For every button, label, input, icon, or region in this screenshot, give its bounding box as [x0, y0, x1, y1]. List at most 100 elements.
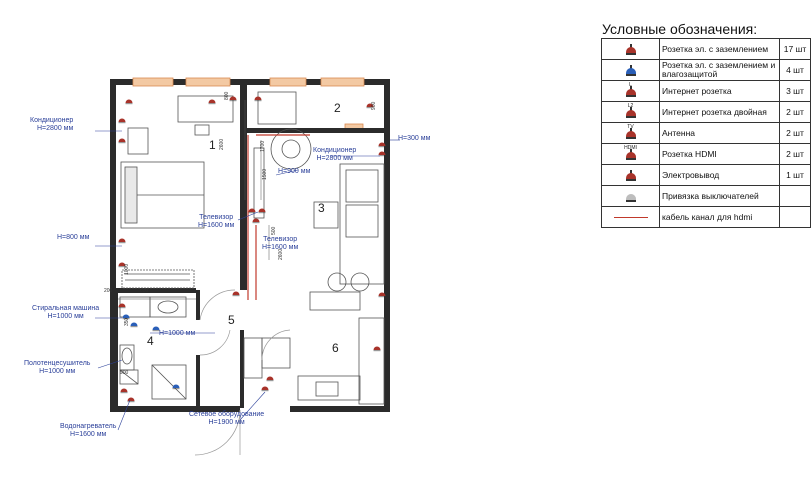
legend-label: Розетка эл. с заземлением: [659, 38, 780, 60]
legend-label: Розетка HDMI: [659, 143, 780, 165]
legend-label: кабель канал для hdmi: [659, 206, 780, 228]
socket-marker: [120, 388, 128, 394]
annotation-ac-living: Кондиционер H=2800 мм: [313, 147, 357, 162]
annotation-ac-bedroom: Кондиционер H=2800 мм: [30, 117, 74, 132]
legend-label: Розетка эл. с заземлением и влагозащитой: [659, 59, 780, 81]
legend-symbol: TV: [601, 122, 660, 144]
socket-marker: [373, 346, 381, 352]
dim-200: 200: [104, 288, 113, 294]
socket-marker: [208, 99, 216, 105]
dim-2600b: 2600: [278, 249, 284, 260]
legend-label: Антенна: [659, 122, 780, 144]
annotation-heater: Водонагреватель H=1600 мм: [60, 423, 117, 438]
grounded-socket-icon: [626, 44, 636, 56]
hdmi-socket-icon: [626, 149, 636, 161]
socket-marker: [118, 118, 126, 124]
legend-symbol-tag: TV: [627, 124, 634, 130]
legend-count: [779, 185, 811, 207]
interior-walls: [114, 85, 384, 408]
room-number-4: 4: [147, 334, 154, 348]
socket-marker: [127, 397, 135, 403]
antenna-icon: [626, 128, 636, 140]
legend-count: 2 шт: [779, 101, 811, 123]
outer-walls: [110, 79, 390, 412]
room-number-2: 2: [334, 101, 341, 115]
legend-symbol: [601, 164, 660, 186]
legend-symbol: L: [601, 80, 660, 102]
dim-900: 900: [371, 101, 377, 110]
socket-marker: [378, 142, 386, 148]
legend-symbol-tag: L: [629, 82, 632, 88]
legend-symbol-tag: L2: [627, 103, 634, 109]
socket-marker: [130, 322, 138, 328]
annotation-h300: H=300 мм: [398, 135, 431, 142]
legend-count: [779, 206, 811, 228]
dim-630: 630: [140, 288, 149, 294]
annotation-h800: H=800 мм: [57, 234, 90, 241]
socket-marker: [254, 96, 262, 102]
dim-800: 800: [224, 91, 230, 100]
legend-symbol: L2: [601, 101, 660, 123]
hdmi-cable-icon: [614, 217, 648, 219]
socket-marker: [258, 208, 266, 214]
socket-marker: [152, 326, 160, 332]
legend-count: 3 шт: [779, 80, 811, 102]
legend-count: 1 шт: [779, 164, 811, 186]
legend-title: Условные обозначения:: [602, 21, 758, 37]
socket-marker: [118, 303, 126, 309]
socket-marker: [118, 262, 126, 268]
dimension-lines: [118, 100, 270, 300]
room-number-1: 1: [209, 138, 216, 152]
legend-count: 4 шт: [779, 59, 811, 81]
dim-1500: 1500: [262, 169, 268, 180]
legend-symbol: [601, 185, 660, 207]
annotation-tv-bedroom: Телевизор H=1600 мм: [198, 214, 235, 229]
socket-marker: [248, 208, 256, 214]
socket-marker: [232, 291, 240, 297]
annotation-washer: Стиральная машина H=1000 мм: [32, 305, 100, 320]
double-internet-socket-icon: [626, 107, 636, 119]
internet-socket-icon: [626, 86, 636, 98]
socket-marker: [118, 238, 126, 244]
legend-symbol-tag: HDMI: [624, 145, 637, 151]
dim-1000: 1000: [124, 264, 130, 275]
leader-lines: [95, 130, 400, 431]
legend-symbol: [601, 38, 660, 60]
power-outlet-icon: [626, 170, 636, 182]
windows: [132, 77, 365, 131]
annotation-h900: H=900 мм: [278, 168, 311, 175]
socket-marker: [118, 138, 126, 144]
socket-marker: [378, 292, 386, 298]
annotation-tv-living: Телевизор H=1600 мм: [262, 236, 299, 251]
room-number-6: 6: [332, 341, 339, 355]
legend-symbol: [601, 59, 660, 81]
doors: [194, 289, 291, 456]
sockets-layer: [118, 96, 386, 403]
dim-350: 350: [124, 317, 130, 326]
legend-count: 17 шт: [779, 38, 811, 60]
socket-marker: [266, 376, 274, 382]
legend-count: 2 шт: [779, 122, 811, 144]
dim-900b: 900: [120, 370, 129, 376]
socket-marker: [122, 314, 130, 320]
moisture-sockets-layer: [122, 314, 180, 390]
room-number-3: 3: [318, 201, 325, 215]
legend-row: Розетка эл. с заземлением и влагозащитой…: [601, 59, 811, 81]
legend-row: Привязка выключателей: [601, 185, 811, 207]
socket-marker: [172, 384, 180, 390]
room-number-5: 5: [228, 313, 235, 327]
legend-count: 2 шт: [779, 143, 811, 165]
legend-label: Электровывод: [659, 164, 780, 186]
legend-symbol: HDMI: [601, 143, 660, 165]
socket-marker: [261, 386, 269, 392]
legend-label: Интернет розетка двойная: [659, 101, 780, 123]
annotation-network: Сетевое оборудование H=1900 мм: [189, 411, 265, 426]
furniture: [119, 91, 385, 405]
legend-symbol: [601, 206, 660, 228]
